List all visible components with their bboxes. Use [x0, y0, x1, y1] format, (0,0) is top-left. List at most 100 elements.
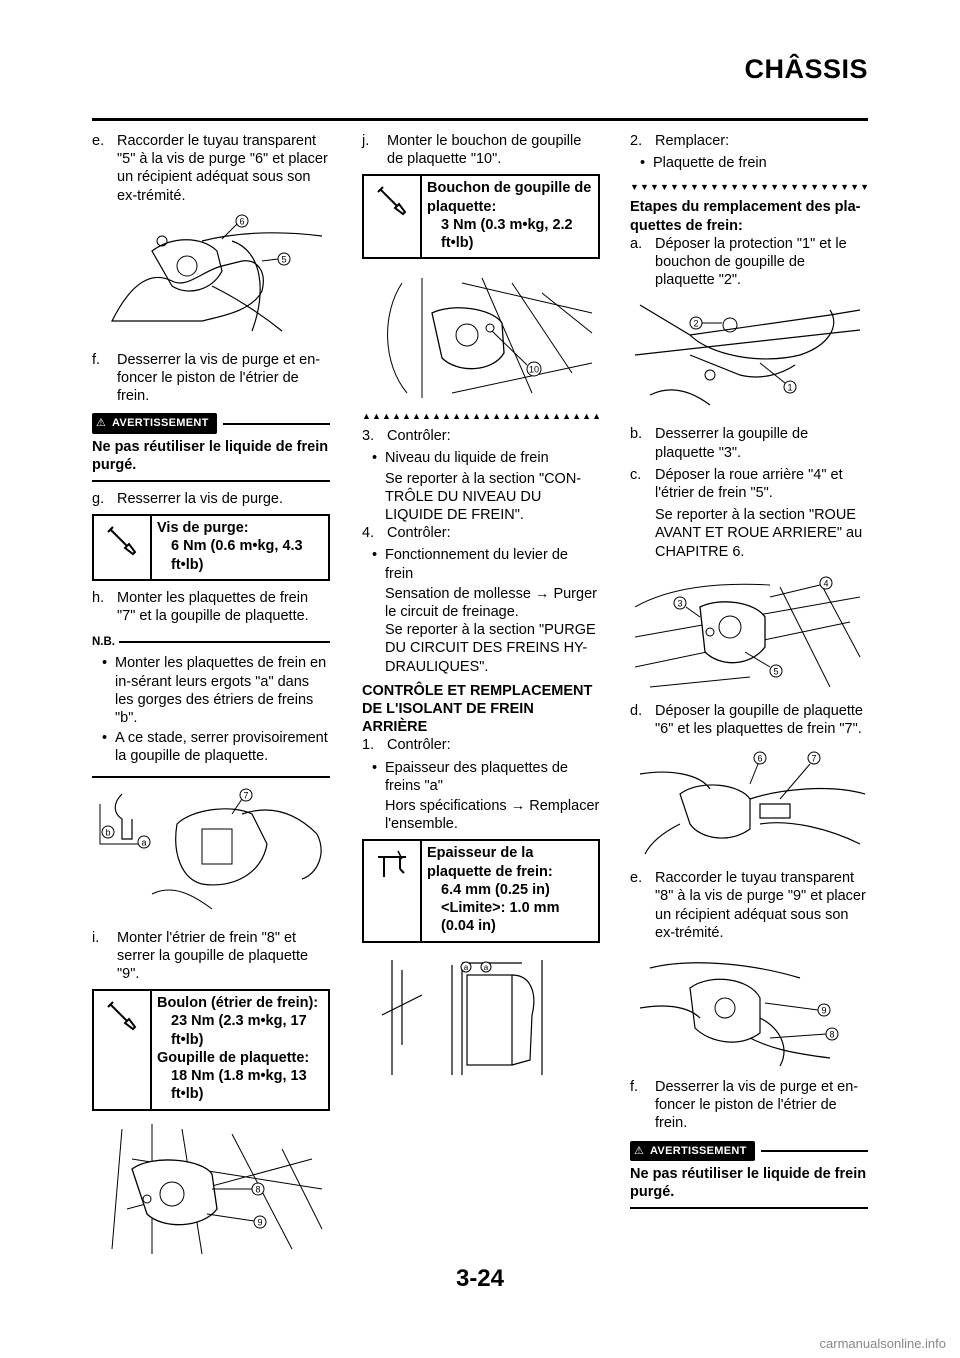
step-letter: f.: [630, 1079, 639, 1096]
callout: 1: [787, 383, 792, 393]
callout: 5: [773, 666, 778, 676]
step-h: h. Monter les plaquettes de frein "7" et…: [92, 589, 330, 625]
figure-caliper-install: 8 9: [92, 1119, 330, 1259]
figure-pad-thickness: a a: [362, 955, 600, 1083]
callout: 4: [823, 578, 828, 588]
step-letter: a.: [630, 235, 643, 252]
step-number: 2.: [630, 133, 643, 149]
wrench-icon: [94, 991, 152, 1109]
step-f: f. Desserrer la vis de purge et en-fonce…: [630, 1078, 868, 1133]
step-end-marker: ▲▲▲▲▲▲▲▲▲▲▲▲▲▲▲▲▲▲▲▲▲▲▲▲▲▲▲: [362, 411, 600, 422]
reference-text: Se reporter à la section "CON-TRÔLE DU N…: [385, 470, 582, 524]
step-letter: e.: [630, 870, 643, 887]
figure-pad-install: b a 7: [92, 784, 330, 919]
result-text: Sensation de mollesse → Purger le circui…: [385, 585, 597, 621]
step-letter: e.: [92, 133, 105, 149]
warning-icon: ⚠: [634, 1144, 645, 1157]
step-text: Contrôler:: [387, 428, 451, 445]
spec-title: Goupille de plaquette:: [157, 1049, 310, 1066]
callout: 8: [255, 1184, 260, 1194]
note-label: N.B.: [92, 636, 115, 649]
step-text: Desserrer la vis de purge et en-foncer l…: [117, 351, 321, 405]
spec-title: Epaisseur de la plaquette de frein:: [427, 845, 553, 880]
step-3: 3. Contrôler:: [362, 427, 600, 445]
note-item: A ce stade, serrer provisoirement la gou…: [92, 729, 330, 765]
step-text: Desserrer la vis de purge et en-foncer l…: [655, 1079, 859, 1132]
callout: a: [484, 963, 489, 972]
step-a: a. Déposer la protection "1" et le bouch…: [630, 235, 868, 290]
callout: 8: [829, 1030, 834, 1040]
reference-text: Se reporter à la section "ROUE AVANT ET …: [655, 507, 863, 560]
step-text: Déposer la goupille de plaquette "6" et …: [655, 702, 863, 738]
figure-pad-pin-plug: 10: [362, 273, 600, 401]
column-left: e. Raccorder le tuyau transparent "5" à …: [92, 132, 330, 1269]
step-c: c. Déposer la roue arrière "4" et l'étri…: [630, 466, 868, 502]
step-number: 1.: [362, 737, 375, 754]
reference-text: Se reporter à la section "PURGE DU CIRCU…: [385, 622, 596, 675]
steps-title: Etapes du remplacement des pla-quettes d…: [630, 199, 861, 234]
spec-limit: <Limite>: 1.0 mm (0.04 in): [441, 900, 560, 935]
step-letter: h.: [92, 589, 105, 606]
step-text: Monter l'étrier de frein "8" et serrer l…: [117, 929, 309, 983]
step-text: Contrôler:: [387, 737, 451, 754]
callout: 2: [693, 319, 698, 329]
step-text: Déposer la roue arrière "4" et l'étrier …: [655, 466, 843, 502]
column-middle: j. Monter le bouchon de goupille de plaq…: [362, 132, 600, 1093]
spec-value: 6.4 mm (0.25 in): [441, 881, 550, 898]
figure-bleed-hose: 6 5: [92, 211, 330, 341]
step-1: 1. Contrôler:: [362, 736, 600, 754]
step-letter: c.: [630, 466, 642, 483]
callout: 7: [243, 790, 248, 800]
step-text: Resserrer la vis de purge.: [117, 491, 284, 508]
figure-protector-removal: 2 1: [630, 295, 868, 415]
step-letter: i.: [92, 929, 100, 946]
step-text: Monter le bouchon de goupille de plaquet…: [387, 133, 582, 168]
step-letter: d.: [630, 702, 643, 719]
step-number: 4.: [362, 525, 375, 542]
spec-value: 6 Nm (0.6 m•kg, 4.3 ft•lb): [171, 538, 303, 573]
step-text: Remplacer:: [655, 133, 730, 149]
callout: a: [464, 963, 469, 972]
step-text: Contrôler:: [387, 525, 451, 542]
callout: 9: [821, 1006, 826, 1016]
spec-value: 23 Nm (2.3 m•kg, 17 ft•lb): [171, 1013, 307, 1048]
spec-box-caliper: Boulon (étrier de frein): 23 Nm (2.3 m•k…: [92, 989, 330, 1111]
callout: b: [105, 827, 110, 837]
step-e: e. Raccorder le tuyau transparent "8" à …: [630, 869, 868, 942]
warning-icon: ⚠: [96, 417, 107, 430]
figure-rear-bleed-hose: 9 8: [630, 948, 868, 1068]
step-g: g. Resserrer la vis de purge.: [92, 490, 330, 508]
bullet-item: Plaquette de frein: [630, 154, 868, 172]
step-e: e. Raccorder le tuyau transparent "5" à …: [92, 132, 330, 205]
step-number: 3.: [362, 428, 375, 445]
column-right: 2. Remplacer: Plaquette de frein ▼▼▼▼▼▼▼…: [630, 132, 868, 1215]
page-title: CHÂSSIS: [744, 54, 868, 84]
header-rule: [92, 118, 868, 121]
callout: 5: [281, 254, 286, 264]
step-letter: j.: [362, 133, 370, 149]
step-text: Déposer la protection "1" et le bouchon …: [655, 235, 847, 289]
spec-box-pad-thickness: Epaisseur de la plaquette de frein: 6.4 …: [362, 839, 600, 943]
callout: 7: [811, 754, 816, 764]
page-number: 3-24: [455, 1265, 505, 1292]
spec-title: Bouchon de goupille de plaquette:: [427, 180, 592, 215]
spec-value: 3 Nm (0.3 m•kg, 2.2 ft•lb): [441, 216, 573, 252]
figure-pad-removal: 6 7: [630, 744, 868, 859]
bullet-item: Niveau du liquide de frein: [362, 449, 600, 467]
step-d: d. Déposer la goupille de plaquette "6" …: [630, 702, 868, 738]
callout: 9: [257, 1217, 262, 1227]
warning-text: Ne pas réutiliser le liquide de frein pu…: [630, 1165, 868, 1210]
step-letter: f.: [92, 351, 101, 368]
section-title: CONTRÔLE ET REMPLACEMENT DE L'ISOLANT DE…: [362, 682, 593, 736]
note-box: N.B. Monter les plaquettes de frein en i…: [92, 633, 330, 778]
warning-text: Ne pas réutiliser le liquide de frein pu…: [92, 438, 330, 483]
step-text: Monter les plaquettes de frein "7" et la…: [117, 589, 309, 625]
step-4: 4. Contrôler:: [362, 524, 600, 542]
spec-title: Boulon (étrier de frein):: [157, 995, 319, 1012]
spec-box-bleed-screw: Vis de purge: 6 Nm (0.6 m•kg, 4.3 ft•lb): [92, 514, 330, 581]
warning-box: ⚠AVERTISSEMENT Ne pas réutiliser le liqu…: [630, 1140, 868, 1210]
callout: 6: [239, 216, 244, 226]
note-item: Monter les plaquettes de frein en in-sér…: [92, 654, 330, 727]
warning-box: ⚠AVERTISSEMENT Ne pas réutiliser le liqu…: [92, 413, 330, 483]
callout: 3: [677, 598, 682, 608]
